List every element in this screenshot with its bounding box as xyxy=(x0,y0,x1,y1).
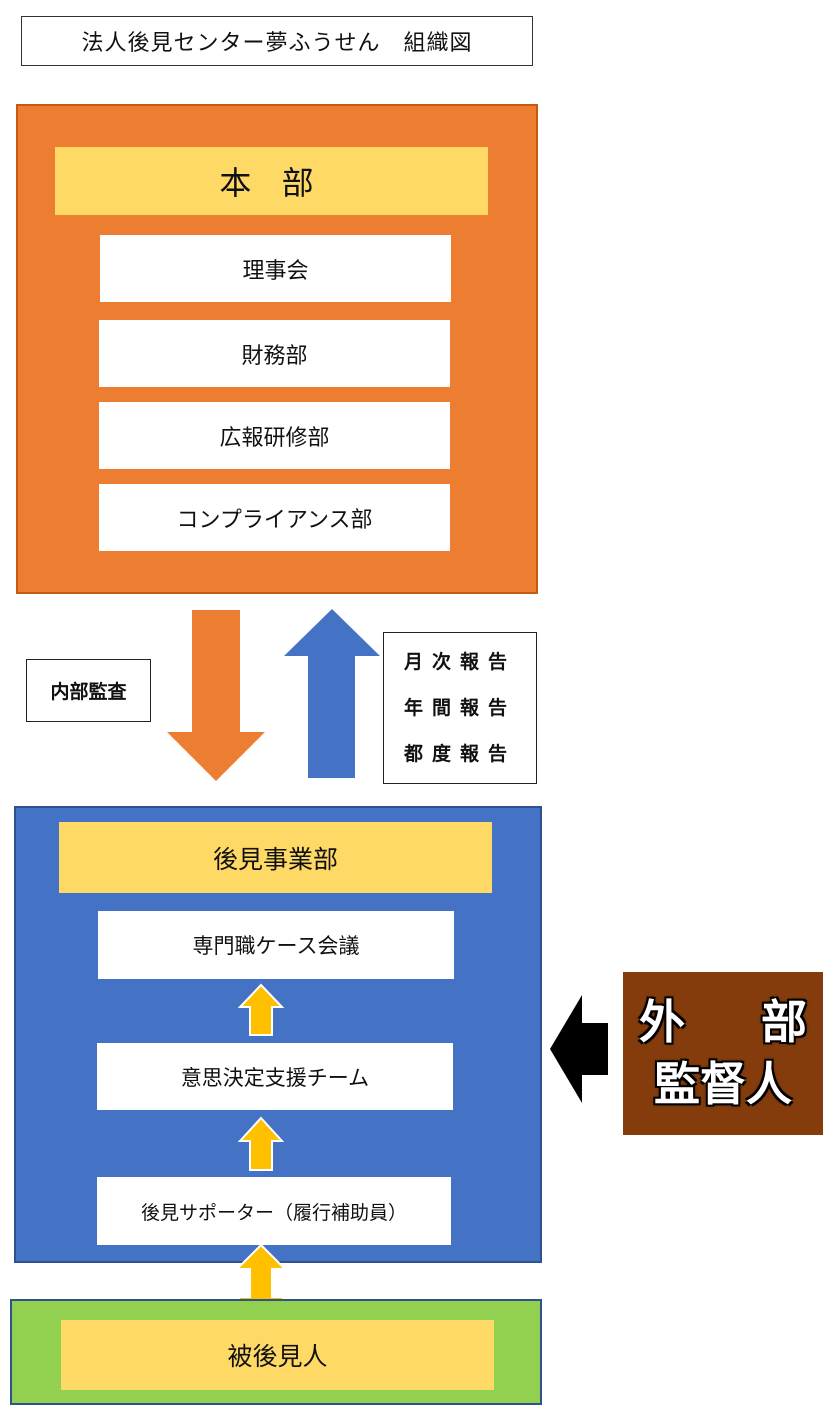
decision-support-team-box: 意思決定支援チーム xyxy=(97,1043,453,1110)
external-supervisor-line1: 外 部 xyxy=(623,990,823,1054)
ward-box: 被後見人 xyxy=(61,1320,494,1390)
connector-up-arrow-2 xyxy=(237,1116,285,1171)
board-of-directors-box: 理事会 xyxy=(100,235,451,302)
professional-case-meeting-box: 専門職ケース会議 xyxy=(98,911,454,979)
external-supervisor-line2: 監督人 xyxy=(654,1057,792,1111)
finance-dept-box: 財務部 xyxy=(99,320,450,387)
annual-report-label: 年間報告 xyxy=(403,697,516,719)
diagram-title: 法人後見センター夢ふうせん 組織図 xyxy=(21,16,533,66)
guardianship-business-title: 後見事業部 xyxy=(59,822,492,893)
ad-hoc-report-label: 都度報告 xyxy=(403,743,516,765)
internal-audit-down-arrow xyxy=(167,610,265,781)
connector-up-arrow-1 xyxy=(237,983,285,1036)
reports-box: 月次報告 年間報告 都度報告 xyxy=(383,632,537,784)
external-supervisor-char2: 部 xyxy=(761,995,807,1049)
reports-up-arrow xyxy=(284,609,380,778)
monthly-report-label: 月次報告 xyxy=(403,651,516,673)
guardian-supporter-box: 後見サポーター（履行補助員） xyxy=(97,1177,451,1245)
headquarters-title: 本 部 xyxy=(55,147,488,215)
compliance-dept-box: コンプライアンス部 xyxy=(99,484,450,551)
external-supervisor-char1: 外 xyxy=(639,995,685,1049)
internal-audit-label: 内部監査 xyxy=(26,659,151,722)
external-supervisor-box xyxy=(623,972,823,1135)
supervisor-left-arrow xyxy=(550,995,608,1103)
pr-training-dept-box: 広報研修部 xyxy=(99,402,450,469)
